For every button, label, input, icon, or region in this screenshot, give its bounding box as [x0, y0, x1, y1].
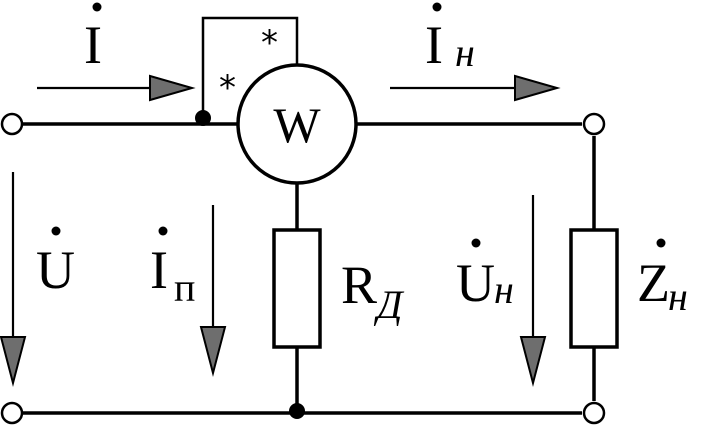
terminal-bottom-left — [0, 401, 24, 425]
label-i-text: I — [84, 15, 102, 75]
label-in-main: I — [425, 15, 443, 75]
label-zn: Z н — [637, 238, 688, 319]
label-in-sub: н — [455, 30, 475, 75]
star-top: * — [261, 23, 278, 63]
junction-dot-bottom — [289, 403, 305, 419]
label-u-dot — [51, 226, 61, 236]
arrow-in-head — [514, 74, 561, 102]
label-i-dot — [92, 2, 102, 12]
label-ip-sub: п — [174, 265, 195, 310]
label-un-dot — [471, 238, 481, 248]
wattmeter-circle — [236, 63, 358, 185]
resistor-rd — [272, 228, 322, 349]
label-i: I — [84, 2, 102, 75]
label-ip-main: I — [150, 240, 168, 300]
label-ip-dot — [158, 226, 168, 236]
wattmeter-symbol: W — [273, 97, 321, 153]
label-in: I н — [425, 2, 475, 75]
label-u: U — [36, 226, 75, 300]
label-rd-main: R — [341, 255, 377, 315]
junction-dot-left — [195, 110, 211, 126]
arrow-un-head — [519, 336, 547, 387]
label-un: U н — [456, 238, 514, 313]
label-zn-main: Z — [637, 253, 670, 313]
terminal-bottom-right — [582, 401, 606, 425]
label-in-dot — [432, 2, 442, 12]
label-ip: I п — [150, 226, 195, 310]
voltage-coil-loop — [201, 16, 299, 116]
label-rd-sub: Д — [373, 282, 405, 327]
arrow-i-head — [149, 74, 196, 102]
label-zn-sub: н — [668, 274, 688, 319]
label-un-main: U — [456, 253, 495, 313]
label-rd: R Д — [341, 255, 405, 327]
arrow-ip-head — [199, 326, 227, 377]
label-zn-dot — [656, 238, 666, 248]
arrow-u-head — [0, 336, 27, 387]
terminal-top-right — [582, 112, 606, 136]
label-un-sub: н — [494, 267, 514, 312]
load-zn — [569, 228, 619, 349]
terminal-top-left — [0, 112, 24, 136]
label-u-text: U — [36, 240, 75, 300]
star-left: * — [219, 68, 236, 108]
